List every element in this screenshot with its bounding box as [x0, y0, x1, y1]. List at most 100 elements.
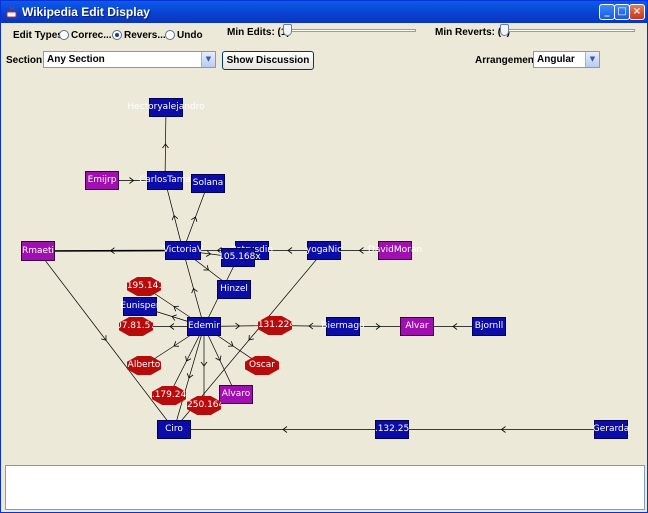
editor-node[interactable]: Bjornll — [472, 317, 506, 336]
flagged-editor-node[interactable]: Alvaro — [219, 385, 253, 404]
edit-types-label: Edit Types: — [13, 30, 67, 41]
radio-undo-label[interactable]: Undo — [177, 30, 203, 41]
flagged-editor-node[interactable]: Alvar — [400, 317, 434, 336]
close-button[interactable]: × — [629, 4, 645, 20]
node-label: .132.25 — [374, 424, 410, 434]
edge-arrow-icon — [216, 247, 222, 254]
node-label: Oscar — [249, 360, 275, 370]
node-label: Alvaro — [221, 389, 251, 399]
edge-arrow-icon — [452, 323, 458, 330]
editor-node[interactable]: VictoriaV — [162, 241, 204, 260]
radio-reverts-label[interactable]: Revers... — [124, 30, 166, 41]
arrangement-dropdown-value: Angular — [537, 54, 575, 65]
edge-arrow-icon — [375, 323, 381, 330]
edge-arrow-icon — [185, 356, 192, 362]
flagged-editor-node[interactable]: DavidMoran — [368, 241, 422, 260]
edge-arrow-icon — [200, 361, 208, 367]
minimize-icon: _ — [604, 6, 610, 17]
edge-arrow-icon — [173, 305, 180, 312]
anonymous-editor-node[interactable]: .179.24 — [152, 386, 186, 405]
editor-node[interactable]: yogaNic — [306, 241, 342, 260]
edge-arrow-icon — [109, 247, 115, 255]
node-label: Solana — [192, 178, 224, 188]
min-reverts-slider[interactable] — [501, 29, 635, 32]
anonymous-editor-node[interactable]: 9.250.164x — [187, 396, 221, 415]
edge-arrow-icon — [129, 177, 135, 184]
node-label: Alvar — [405, 321, 429, 331]
chevron-down-icon[interactable]: ▼ — [201, 52, 215, 67]
node-label: Emijrp — [87, 175, 117, 185]
edge-arrow-icon — [248, 334, 254, 341]
node-label: Rmaeti — [21, 245, 55, 256]
editor-node[interactable]: Ciro — [157, 420, 191, 439]
close-icon: × — [632, 6, 642, 17]
editor-node[interactable]: Hinzel — [217, 280, 251, 299]
edge-arrow-icon — [215, 355, 222, 362]
anonymous-editor-node[interactable]: .131.224 — [258, 316, 292, 335]
radio-corrections-label[interactable]: Correc... — [71, 30, 112, 41]
edge-arrow-icon — [191, 287, 198, 294]
section-dropdown-value: Any Section — [47, 54, 105, 65]
radio-reverts[interactable] — [112, 30, 122, 40]
node-label: Hectoryalejandro — [127, 102, 205, 112]
node-label: VictoriaV — [162, 245, 204, 255]
chevron-down-icon[interactable]: ▼ — [585, 52, 599, 67]
edge-arrow-icon — [173, 341, 180, 347]
maximize-button[interactable]: □ — [614, 4, 630, 20]
minimize-button[interactable]: _ — [599, 4, 615, 20]
node-label: Eunisper — [120, 301, 160, 311]
radio-undo[interactable] — [165, 30, 175, 40]
editor-node[interactable]: Hectoryalejandro — [127, 98, 205, 117]
min-edits-slider[interactable] — [284, 29, 416, 32]
edge-arrow-icon — [205, 250, 212, 257]
show-discussion-button[interactable]: Show Discussion — [222, 51, 314, 70]
anonymous-editor-node[interactable]: Alberto — [127, 356, 161, 375]
edge-arrow-icon — [171, 314, 177, 321]
details-panel[interactable] — [5, 465, 645, 510]
editor-node[interactable]: CarlosTama — [139, 171, 191, 190]
editor-node[interactable]: Edemir — [187, 317, 221, 336]
edge-arrow-icon — [162, 143, 169, 149]
min-edits-label: Min Edits: (1) — [227, 27, 290, 38]
editor-node[interactable]: Solana — [191, 174, 225, 193]
edge-arrow-icon — [235, 322, 241, 330]
node-label: .105.168x — [215, 252, 261, 262]
min-reverts-slider-thumb[interactable] — [500, 24, 509, 36]
edge-arrow-icon — [171, 214, 179, 221]
min-reverts-label: Min Reverts: (1) — [435, 27, 511, 38]
edge-layer — [37, 107, 611, 433]
arrangement-label: Arrangement: — [475, 55, 541, 66]
editor-node[interactable]: Biermagu — [321, 317, 365, 336]
section-dropdown[interactable]: Any Section ▼ — [43, 51, 216, 68]
node-label: CarlosTama — [139, 175, 192, 185]
anonymous-editor-node[interactable]: .195.141 — [127, 277, 161, 296]
node-label: 9.250.164x — [178, 400, 230, 410]
title-bar[interactable]: Wikipedia Edit Display _ □ × — [1, 1, 647, 23]
node-label: .195.141 — [123, 281, 165, 291]
node-label: Ciro — [165, 424, 183, 434]
node-label: Biermagu — [321, 321, 365, 331]
anonymous-editor-node[interactable]: Oscar — [245, 356, 279, 375]
edge-arrow-icon — [227, 341, 234, 347]
radio-corrections[interactable] — [59, 30, 69, 40]
node-label: Alberto — [127, 360, 161, 370]
edge-arrow-icon — [358, 247, 364, 254]
flagged-editor-node[interactable]: Rmaeti — [21, 241, 55, 261]
node-label: .131.224 — [254, 320, 296, 330]
editor-node[interactable]: Eunisper — [120, 297, 160, 316]
edge-arrow-icon — [186, 373, 194, 379]
java-app-icon — [6, 5, 17, 18]
edge-arrow-icon — [287, 247, 293, 254]
editor-node[interactable]: Gerarda — [593, 420, 629, 439]
arrangement-dropdown[interactable]: Angular ▼ — [533, 51, 600, 68]
edge-arrow-icon — [191, 216, 198, 222]
editor-node[interactable]: .132.25 — [375, 420, 409, 439]
flagged-editor-node[interactable]: Emijrp — [85, 171, 119, 190]
edge-arrow-icon — [203, 265, 210, 271]
edge-arrow-icon — [101, 335, 107, 341]
min-edits-slider-thumb[interactable] — [283, 24, 292, 36]
anonymous-editor-node[interactable]: 07.81.57 — [119, 317, 153, 336]
editor-node[interactable]: .105.168x — [215, 248, 261, 267]
